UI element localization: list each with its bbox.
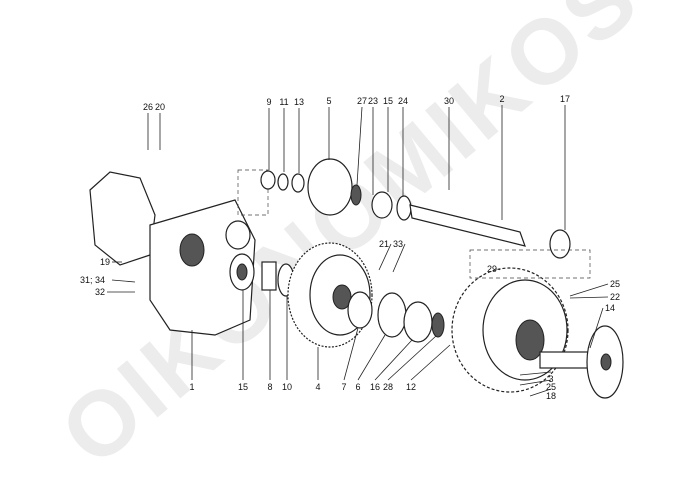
callout-14: 14 [605,303,615,313]
leader-line [569,296,609,299]
leader-line [589,307,604,349]
callout-24: 24 [398,96,408,106]
callout-22: 22 [610,292,620,302]
spacer-8 [261,261,277,291]
callout-31-34: 31; 34 [80,275,105,285]
leader-line [111,279,136,283]
callout-17: 17 [560,94,570,104]
bearing-9 [260,170,276,190]
leader-line [529,388,552,397]
output-shaft-14 [539,325,624,399]
bearing-bore [236,263,248,281]
callout-1: 1 [189,382,194,392]
ring-24 [396,195,412,221]
callout-18: 18 [546,391,556,401]
callout-10: 10 [282,382,292,392]
callout-15: 15 [238,382,248,392]
shaft-2 [409,204,526,247]
callout-27: 27 [357,96,367,106]
callout-26: 26 [143,102,153,112]
callout-23: 23 [368,96,378,106]
dash-box [237,169,269,216]
leader-line [569,283,609,297]
callout-12: 12 [406,382,416,392]
leader-line [343,327,359,381]
ring-27 [350,184,362,206]
callout-29: 29 [487,264,497,274]
callout-25: 25 [546,382,556,392]
leader-line [357,334,386,381]
nut-28 [431,312,445,338]
leader-line [392,243,406,273]
seal-6 [377,292,407,338]
leader-line [519,379,552,386]
drum-5 [307,158,353,216]
leader-line [387,335,437,381]
callout-25: 25 [610,279,620,289]
leader-line [378,243,392,271]
washer-11 [277,173,289,191]
callout-21: 21 [379,239,389,249]
bearing-16 [403,301,433,343]
leader-lines [107,105,609,397]
bearing-17 [549,229,571,259]
leader-line [374,339,413,381]
callout-30: 30 [444,96,454,106]
callout-13: 13 [294,97,304,107]
callout-16: 16 [370,382,380,392]
callout-9: 9 [266,97,271,107]
bushing-7 [347,291,373,329]
housing-left [89,171,256,336]
callout-32: 32 [95,287,105,297]
callout-5: 5 [326,96,331,106]
ring-13 [291,173,305,193]
leader-line [498,268,501,271]
leader-line [519,371,552,376]
callout-15: 15 [383,96,393,106]
dash-box-right [469,249,591,279]
callout-4: 4 [315,382,320,392]
callout-28: 28 [383,382,393,392]
callout-11: 11 [279,97,288,107]
callout-6: 6 [355,382,360,392]
callout-20: 20 [155,102,165,112]
leader-line [356,106,363,186]
callout-8: 8 [267,382,272,392]
callout-19: 19 [100,257,110,267]
bearing-15-upper [371,191,393,219]
callout-7: 7 [341,382,346,392]
callout-2: 2 [499,94,504,104]
leader-line [410,344,451,381]
callout-3: 3 [548,374,553,384]
callout-33: 33 [393,239,403,249]
